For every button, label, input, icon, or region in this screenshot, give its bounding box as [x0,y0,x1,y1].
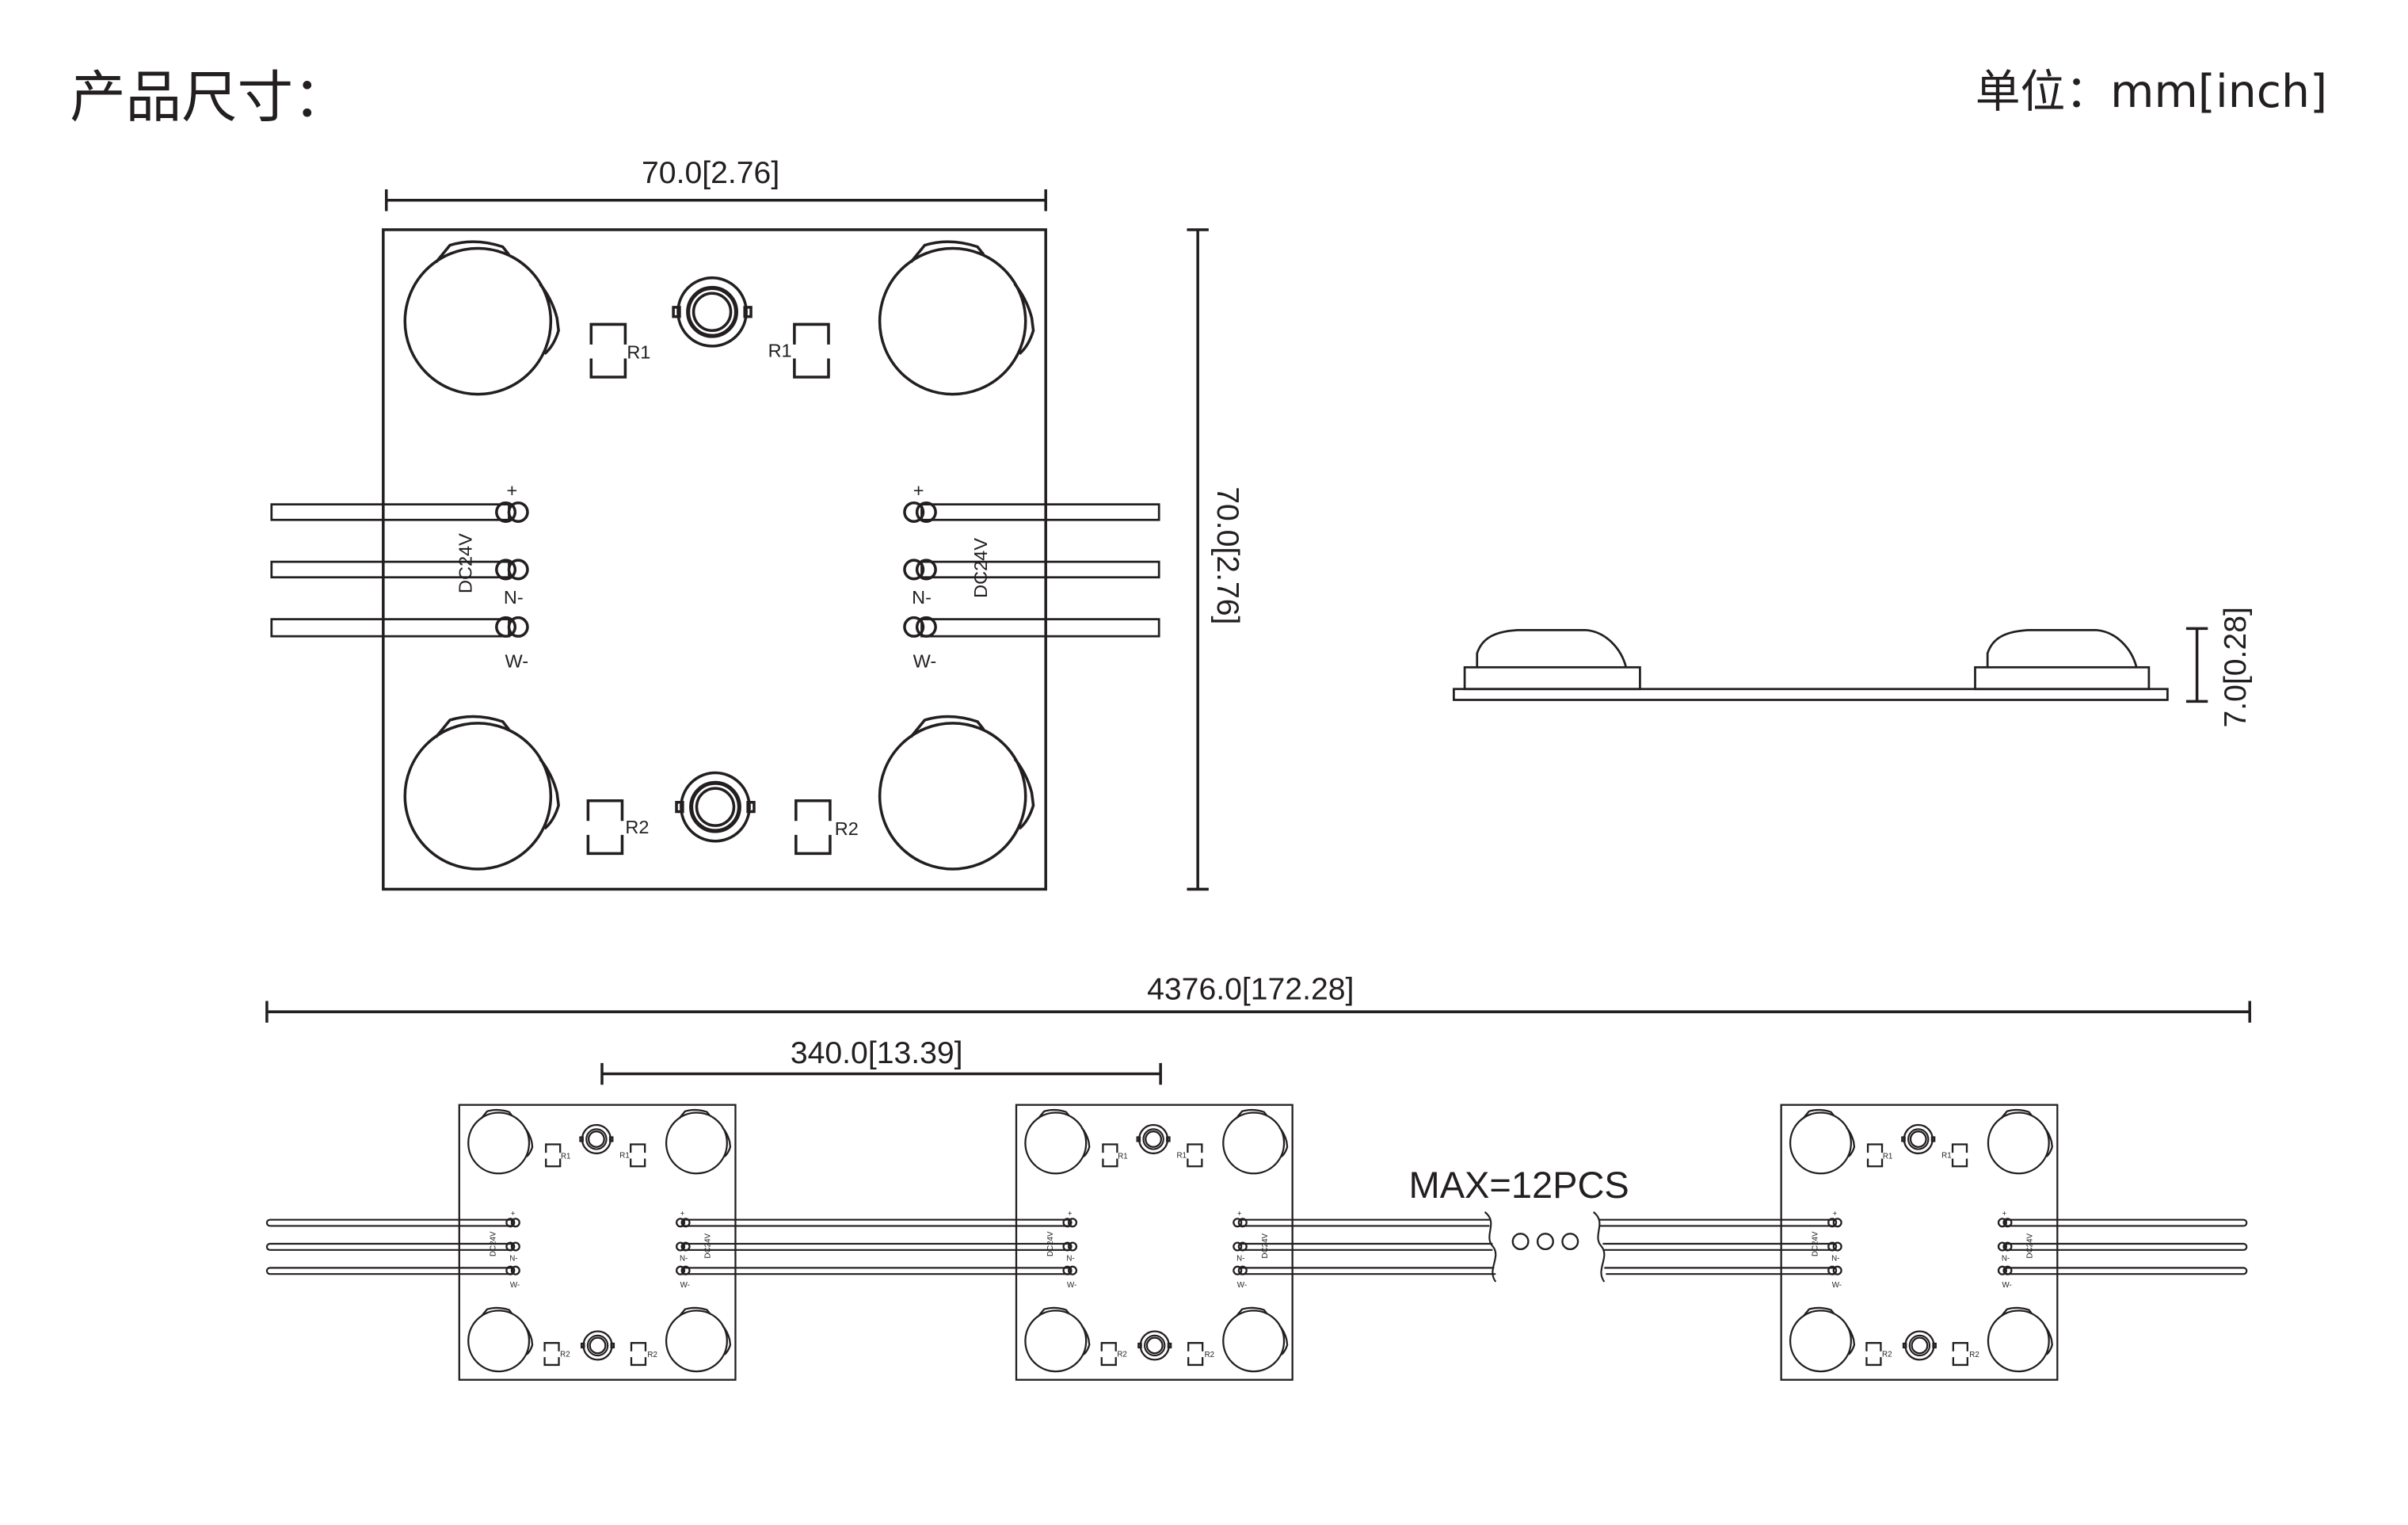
height-dimension-label: 70.0[2.76] [1210,486,1244,624]
chain-module-last [1781,1105,2058,1380]
side-pcb-plate [1452,688,2169,701]
label-r2-left: R2 [625,817,649,837]
label-w-right: W- [913,650,937,671]
side-led-dome-right [1986,628,2138,668]
resistor-pad-r2-left [586,799,624,856]
break-mark-left [1484,1211,1497,1283]
label-positive-right: + [913,480,924,501]
continuation-dot [1561,1233,1579,1251]
wire-lead-in-w [265,1267,515,1275]
wire-lead-out-n [2003,1242,2248,1251]
wire-segment-lead-in [265,1218,515,1275]
thickness-dimension-label: 7.0[0.28] [2219,607,2253,727]
wire-input-w [270,618,510,638]
page-title: 产品尺寸： [70,65,349,130]
mounting-hole-bottom [676,773,754,841]
board-wrapper: R1 R1 R2 R2 + N- W- + N- W- DC24V DC24V [382,228,1047,891]
resistor-pad-r2-right [794,799,832,856]
mounting-hole-top [673,278,751,346]
label-n-right: N- [912,587,932,608]
thickness-dimension-line [2185,627,2208,703]
chain-wires [265,1218,2248,1275]
unit-note: 单位：mm[inch] [1976,66,2327,118]
side-led-base-right [1974,665,2151,691]
module-pitch-dimension-label: 340.0[13.39] [791,1036,963,1070]
label-r2-right: R2 [835,818,859,839]
height-dimension-line [1187,228,1209,891]
led-lens-top-left [403,240,560,396]
resistor-pad-r1-right [793,322,830,379]
total-length-dimension-line [265,1001,2251,1023]
wire-segment-lead-out [2003,1218,2248,1275]
wire-link-positive [681,1218,1072,1227]
led-lens-top-right [878,240,1035,396]
chain-module-1 [459,1105,736,1380]
wire-output-positive [920,503,1160,521]
wire-link-w [681,1267,1072,1275]
led-lens-bottom-left [403,715,560,871]
continuation-dot [1511,1233,1530,1251]
wire-segment-broken-right [1599,1218,1836,1275]
width-dimension-line [384,189,1047,212]
wire-lead-out-positive [2003,1218,2248,1227]
wire-segment-broken-left [1240,1218,1496,1275]
wire-output-n [920,560,1160,579]
continuation-dots [1511,1233,1579,1251]
label-r1-left: R1 [627,342,650,363]
module-pitch-dimension-line [600,1062,1162,1085]
side-view-profile [1452,628,2169,701]
wire-lead-out-w [2003,1267,2248,1275]
wire-lead-in-positive [265,1218,515,1227]
break-mark-right [1592,1211,1606,1283]
label-w-left: W- [505,650,528,671]
wire-link-n [681,1242,1072,1251]
width-dimension-label: 70.0[2.76] [642,156,779,190]
label-voltage-left: DC24V [455,533,476,593]
led-lens-bottom-right [878,715,1035,871]
label-r1-right: R1 [768,341,792,361]
chain-module-2 [1016,1105,1293,1380]
side-led-base-left [1463,665,1641,691]
output-wires [920,503,1160,638]
wire-output-w [920,618,1160,638]
wire-segment-module-1-to-2 [681,1218,1072,1275]
max-modules-note: MAX=12PCS [1409,1164,1629,1206]
wire-lead-in-n [265,1242,515,1251]
resistor-pad-r1-left [589,322,627,379]
label-voltage-right: DC24V [970,538,991,598]
pcb-outline [382,228,1047,891]
total-length-dimension-label: 4376.0[172.28] [1147,973,1354,1007]
side-led-dome-left [1476,628,1628,668]
label-n-left: N- [504,587,524,608]
continuation-dot [1536,1233,1554,1251]
wire-input-positive [270,503,510,521]
label-positive-left: + [507,480,518,501]
led-module-board: R1 R1 R2 R2 + N- W- + N- W- DC24V DC24V [382,228,1047,891]
drawing-lines: 70.0[2.76] 70.0[2.76] [265,156,2253,1380]
